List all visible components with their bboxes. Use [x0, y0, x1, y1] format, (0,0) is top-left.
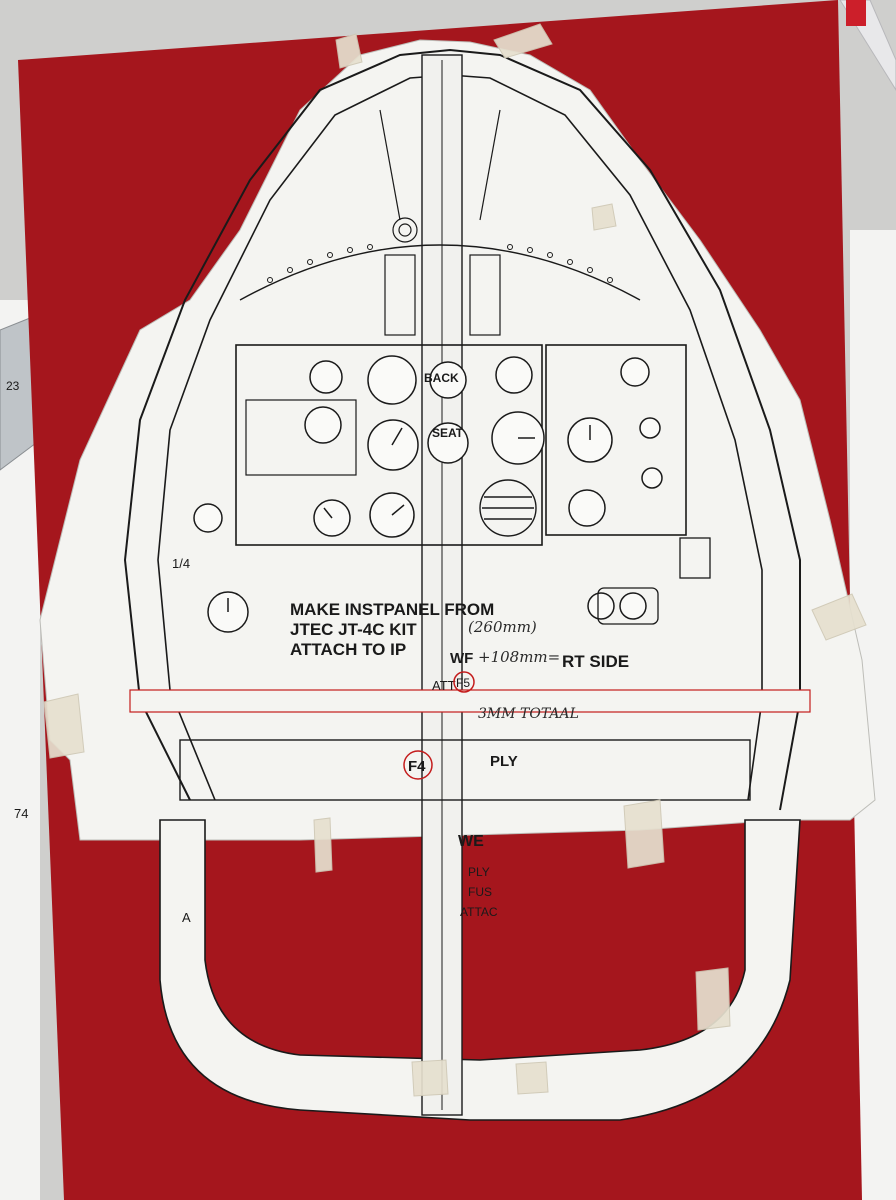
wf-label: WF — [450, 650, 473, 667]
handwritten-260mm: (260mm) — [468, 618, 537, 636]
attach-label: ATTAC — [460, 905, 498, 919]
gunsight-cluster — [379, 109, 501, 336]
gauge-seat — [427, 422, 469, 464]
f5-label: F5 — [456, 676, 470, 690]
gauge — [641, 467, 663, 489]
panel-note-line1: MAKE INSTPANEL FROM — [290, 600, 494, 619]
rt-side-box — [597, 587, 659, 625]
att-label: ATT — [432, 678, 456, 693]
gauge — [568, 489, 606, 527]
rivet-row — [267, 244, 613, 283]
seat-label: SEAT — [432, 426, 464, 440]
gauge — [587, 592, 615, 620]
lower-plate-outline — [179, 739, 751, 801]
f4-circle — [403, 750, 433, 780]
gauge-back — [429, 361, 467, 399]
gauge — [309, 360, 343, 394]
we-label: WE — [458, 833, 484, 850]
horizontal-band — [129, 689, 811, 713]
back-label: BACK — [424, 371, 459, 385]
ply2-label: PLY — [468, 865, 490, 879]
handwritten-total: 3MM TOTAAL — [478, 706, 579, 722]
gauge — [367, 419, 419, 471]
gauge — [620, 357, 650, 387]
ruler-number: 23 — [6, 379, 20, 393]
a-label: A — [182, 910, 191, 925]
side-switch — [679, 537, 711, 579]
fus-label: FUS — [468, 885, 492, 899]
rt-side-label: RT SIDE — [562, 652, 629, 671]
tape-pieces — [43, 23, 867, 1097]
instrument-panel-right — [545, 344, 687, 536]
page-number: 74 — [14, 806, 28, 821]
gauge — [304, 406, 342, 444]
gauge — [193, 503, 223, 533]
gauge — [619, 592, 647, 620]
quarter-label: 1/4 — [172, 556, 190, 571]
ply-label: PLY — [490, 753, 518, 770]
red-pen — [839, 0, 896, 91]
panel-note-line3: ATTACH TO IP — [290, 640, 406, 659]
gauge — [639, 417, 661, 439]
f5-circle — [453, 671, 475, 693]
gauge-needles — [227, 425, 591, 612]
bottom-ring-paper — [159, 819, 801, 1121]
gauge — [495, 356, 533, 394]
f4-label: F4 — [408, 758, 426, 775]
handwritten-108mm: +108mm= — [478, 648, 560, 666]
gauge — [367, 355, 417, 405]
panel-note-line2: JTEC JT-4C KIT — [290, 620, 417, 639]
frame-outer-ring — [123, 48, 801, 811]
canopy-arc — [239, 244, 641, 301]
air-vent — [479, 479, 537, 537]
switch-box — [245, 399, 357, 476]
